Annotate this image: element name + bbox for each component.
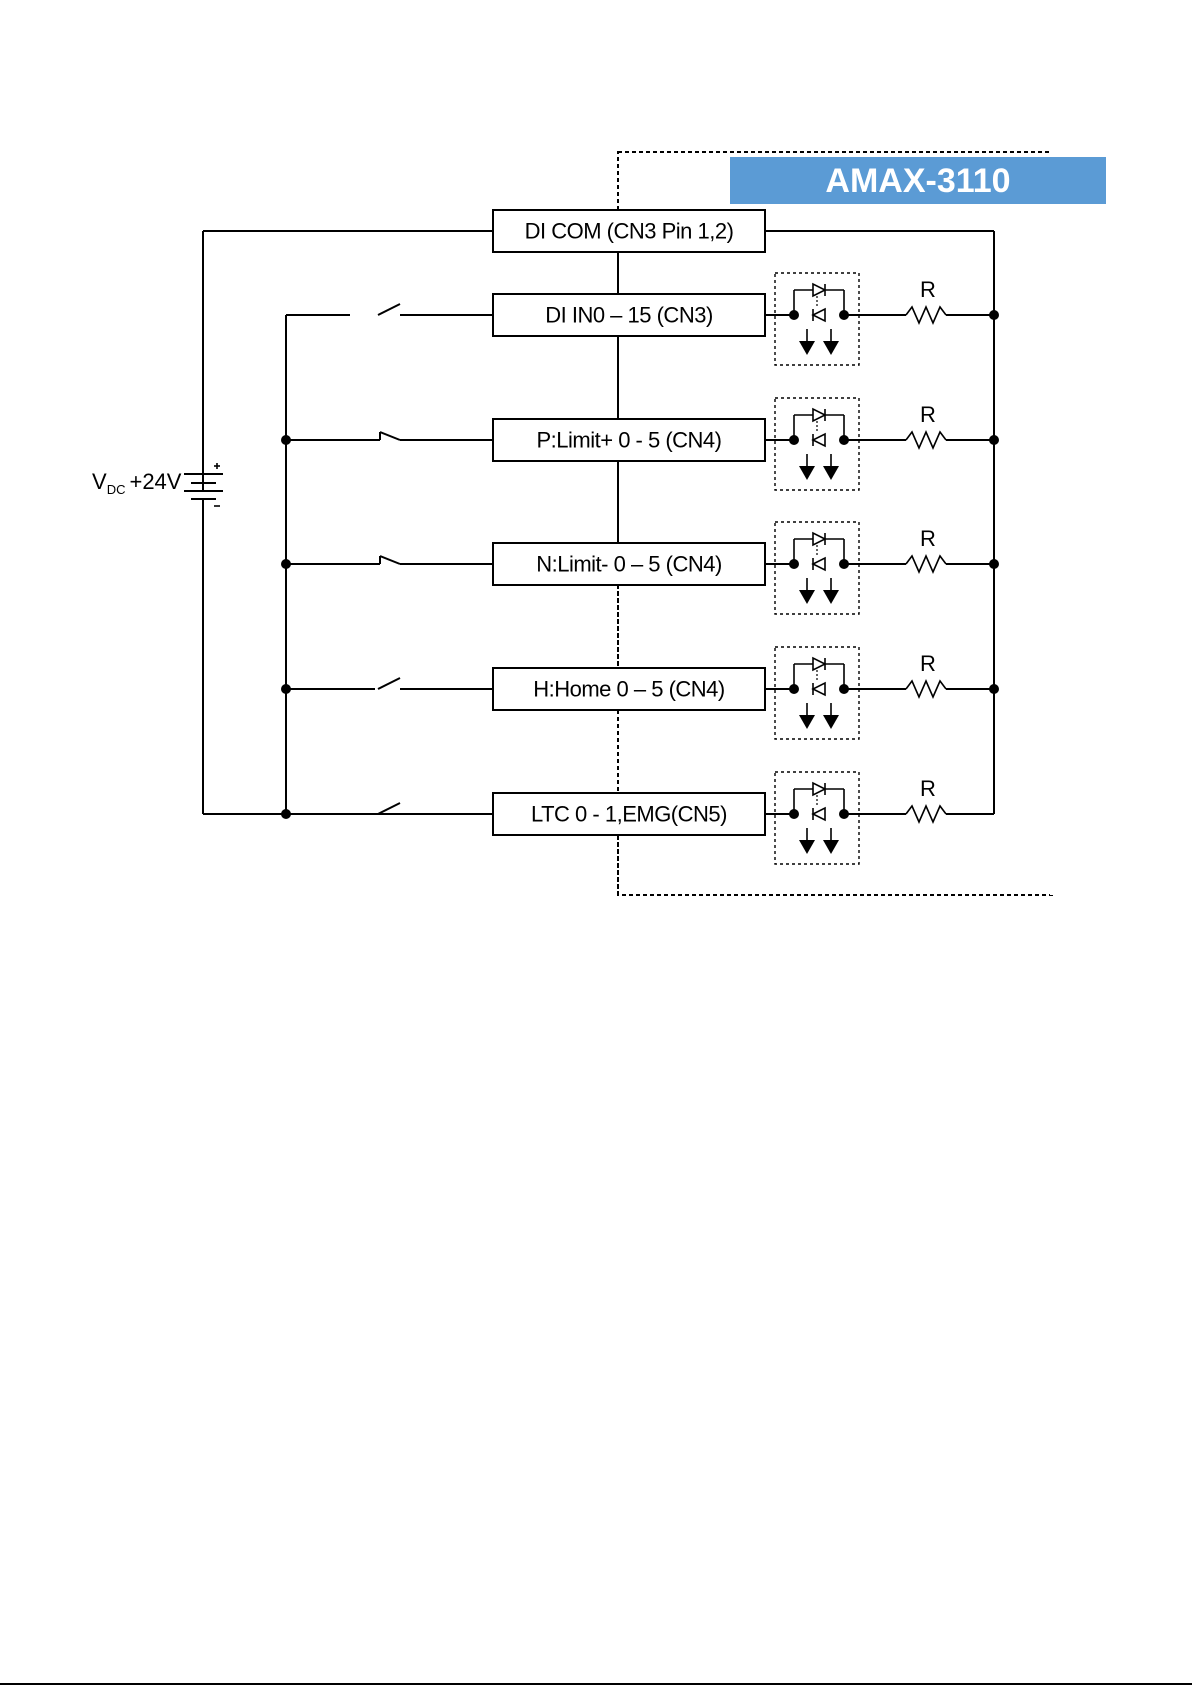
label-n-limit: N:Limit- 0 – 5 (CN4): [536, 552, 722, 577]
battery-icon: [184, 463, 223, 506]
resistor-label-3: R: [920, 526, 936, 551]
label-ltc: LTC 0 - 1,EMG(CN5): [531, 802, 727, 827]
label-p-limit: P:Limit+ 0 - 5 (CN4): [537, 428, 722, 453]
resistor-label-4: R: [920, 651, 936, 676]
vdc-label: VDC+24V: [92, 469, 182, 497]
label-di-in: DI IN0 – 15 (CN3): [545, 303, 713, 328]
title-text: AMAX-3110: [825, 162, 1010, 200]
module-boundary: [618, 152, 1052, 895]
resistor-label-2: R: [920, 402, 936, 427]
label-com: DI COM (CN3 Pin 1,2): [525, 219, 734, 244]
resistor-label-1: R: [920, 277, 936, 302]
label-h-home: H:Home 0 – 5 (CN4): [533, 677, 725, 702]
resistor-label-5: R: [920, 776, 936, 801]
